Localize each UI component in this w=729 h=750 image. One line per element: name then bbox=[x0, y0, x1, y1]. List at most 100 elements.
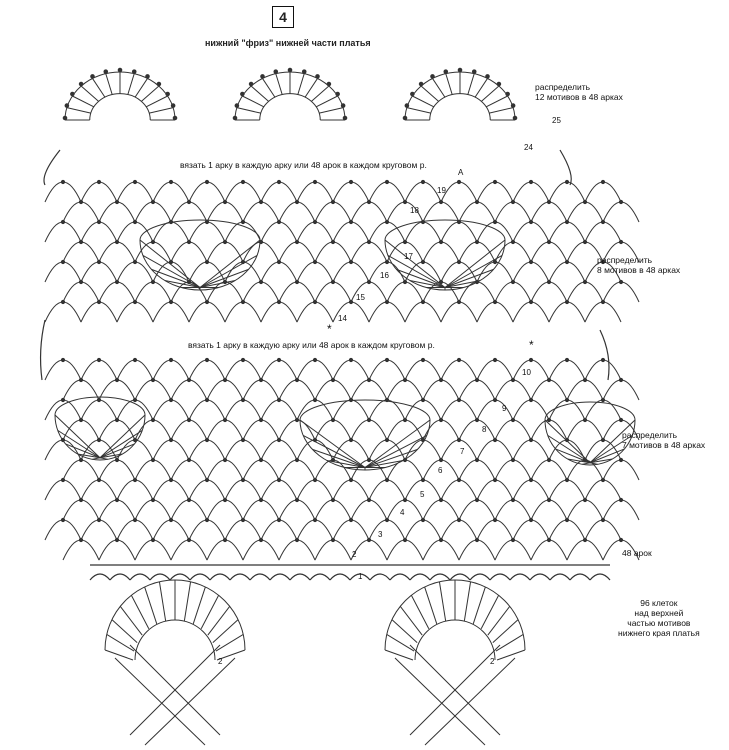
picot-dot bbox=[222, 537, 228, 543]
picot-dot bbox=[492, 477, 498, 483]
picot-dot bbox=[528, 219, 534, 225]
chain-arch-row bbox=[62, 539, 640, 561]
top-fan-stitch bbox=[467, 73, 475, 95]
picot-dot bbox=[204, 397, 210, 403]
row-number: 15 bbox=[356, 293, 365, 302]
picot-dot bbox=[510, 199, 516, 205]
picot-dot bbox=[150, 457, 156, 463]
chain-mesh bbox=[44, 179, 640, 561]
picot-dot bbox=[96, 517, 102, 523]
chart-number-badge: 4 bbox=[272, 6, 294, 28]
picot-dot bbox=[60, 477, 66, 483]
picot-dot bbox=[258, 417, 264, 423]
mid-fan-stitch bbox=[444, 255, 503, 288]
picot-dot bbox=[150, 377, 156, 383]
picot-dot bbox=[546, 199, 552, 205]
top-fan-picot bbox=[273, 69, 279, 74]
picot-dot bbox=[456, 357, 462, 363]
bottom-motif-stitch bbox=[480, 595, 500, 629]
picot-dot bbox=[366, 497, 372, 503]
picot-dot bbox=[276, 437, 282, 443]
picot-dot bbox=[564, 259, 570, 265]
lower-fan-stitch bbox=[302, 435, 366, 468]
picot-dot bbox=[96, 259, 102, 265]
picot-dot bbox=[114, 537, 120, 543]
picot-dot bbox=[114, 497, 120, 503]
picot-dot bbox=[348, 357, 354, 363]
picot-dot bbox=[348, 219, 354, 225]
row-number: 5 bbox=[420, 490, 425, 499]
picot-dot bbox=[204, 299, 210, 305]
lower-fan-stitch bbox=[364, 419, 431, 468]
picot-dot bbox=[402, 199, 408, 205]
mid-fan-top-arc bbox=[384, 219, 506, 241]
top-fan-picot bbox=[64, 103, 70, 108]
picot-dot bbox=[312, 517, 318, 523]
picot-dot bbox=[348, 517, 354, 523]
mid-fan-stitch bbox=[384, 239, 446, 288]
chain-arch-row bbox=[44, 519, 622, 541]
picot-dot bbox=[294, 457, 300, 463]
top-fan-picot bbox=[418, 81, 424, 87]
picot-dot bbox=[384, 179, 390, 185]
picot-dot bbox=[258, 457, 264, 463]
top-fan-picot bbox=[234, 103, 240, 108]
top-fan-picot bbox=[510, 103, 516, 108]
lower-fan-arc bbox=[54, 414, 146, 461]
top-fan-picot bbox=[287, 67, 293, 73]
top-fan-stitch bbox=[474, 78, 488, 98]
picot-dot bbox=[78, 497, 84, 503]
picot-dot bbox=[132, 437, 138, 443]
top-fan-stitch bbox=[304, 78, 318, 98]
picot-dot bbox=[240, 219, 246, 225]
picot-dot bbox=[168, 179, 174, 185]
picot-dot bbox=[114, 377, 120, 383]
picot-dot bbox=[168, 477, 174, 483]
picot-dot bbox=[258, 199, 264, 205]
lower-fan-stitch bbox=[364, 459, 404, 468]
mid-fan-stitch bbox=[387, 255, 446, 288]
chain-arch-row bbox=[44, 301, 622, 323]
picot-dot bbox=[474, 457, 480, 463]
picot-dot bbox=[132, 517, 138, 523]
picot-dot bbox=[528, 437, 534, 443]
picot-dot bbox=[60, 219, 66, 225]
lower-fan-stitch bbox=[544, 419, 591, 464]
picot-dot bbox=[150, 497, 156, 503]
row-number: 18 bbox=[410, 206, 419, 215]
picot-dot bbox=[150, 239, 156, 245]
bottom-motif-stitch bbox=[424, 586, 438, 625]
lower-fan-top-arc bbox=[299, 399, 431, 421]
picot-dot bbox=[474, 417, 480, 423]
top-fan-stitch bbox=[141, 85, 160, 102]
picot-dot bbox=[258, 497, 264, 503]
picot-dot bbox=[564, 477, 570, 483]
bottom-motif-stitch bbox=[410, 595, 430, 629]
picot-dot bbox=[78, 377, 84, 383]
lower-fan-stitch bbox=[589, 419, 636, 464]
bottom-motif-diagonal bbox=[409, 644, 516, 746]
picot-dot bbox=[600, 299, 606, 305]
mid-fan-stitch bbox=[164, 279, 201, 288]
picot-dot bbox=[456, 437, 462, 443]
picot-dot bbox=[186, 199, 192, 205]
top-fan-stitch bbox=[297, 73, 305, 95]
top-fan-stitch bbox=[242, 95, 265, 108]
lower-fan-stitch bbox=[99, 443, 135, 459]
instruction-row-2: вязать 1 арку в каждую арку или 48 арок … bbox=[188, 340, 435, 350]
lower-fan-stitch bbox=[299, 419, 366, 468]
bottom-motif-stitch bbox=[391, 619, 418, 644]
picot-dot bbox=[618, 537, 624, 543]
bottom-motif-diagonal bbox=[129, 644, 236, 746]
picot-dot bbox=[600, 477, 606, 483]
top-fan-picot bbox=[315, 74, 320, 79]
picot-dot bbox=[420, 357, 426, 363]
top-fan-picot bbox=[172, 115, 178, 121]
picot-dot bbox=[528, 357, 534, 363]
picot-dot bbox=[348, 477, 354, 483]
picot-dot bbox=[204, 437, 210, 443]
picot-dot bbox=[420, 299, 426, 305]
bottom-motif-stitch bbox=[144, 586, 158, 625]
picot-dot bbox=[564, 397, 570, 403]
chain-arch-row bbox=[62, 379, 640, 401]
